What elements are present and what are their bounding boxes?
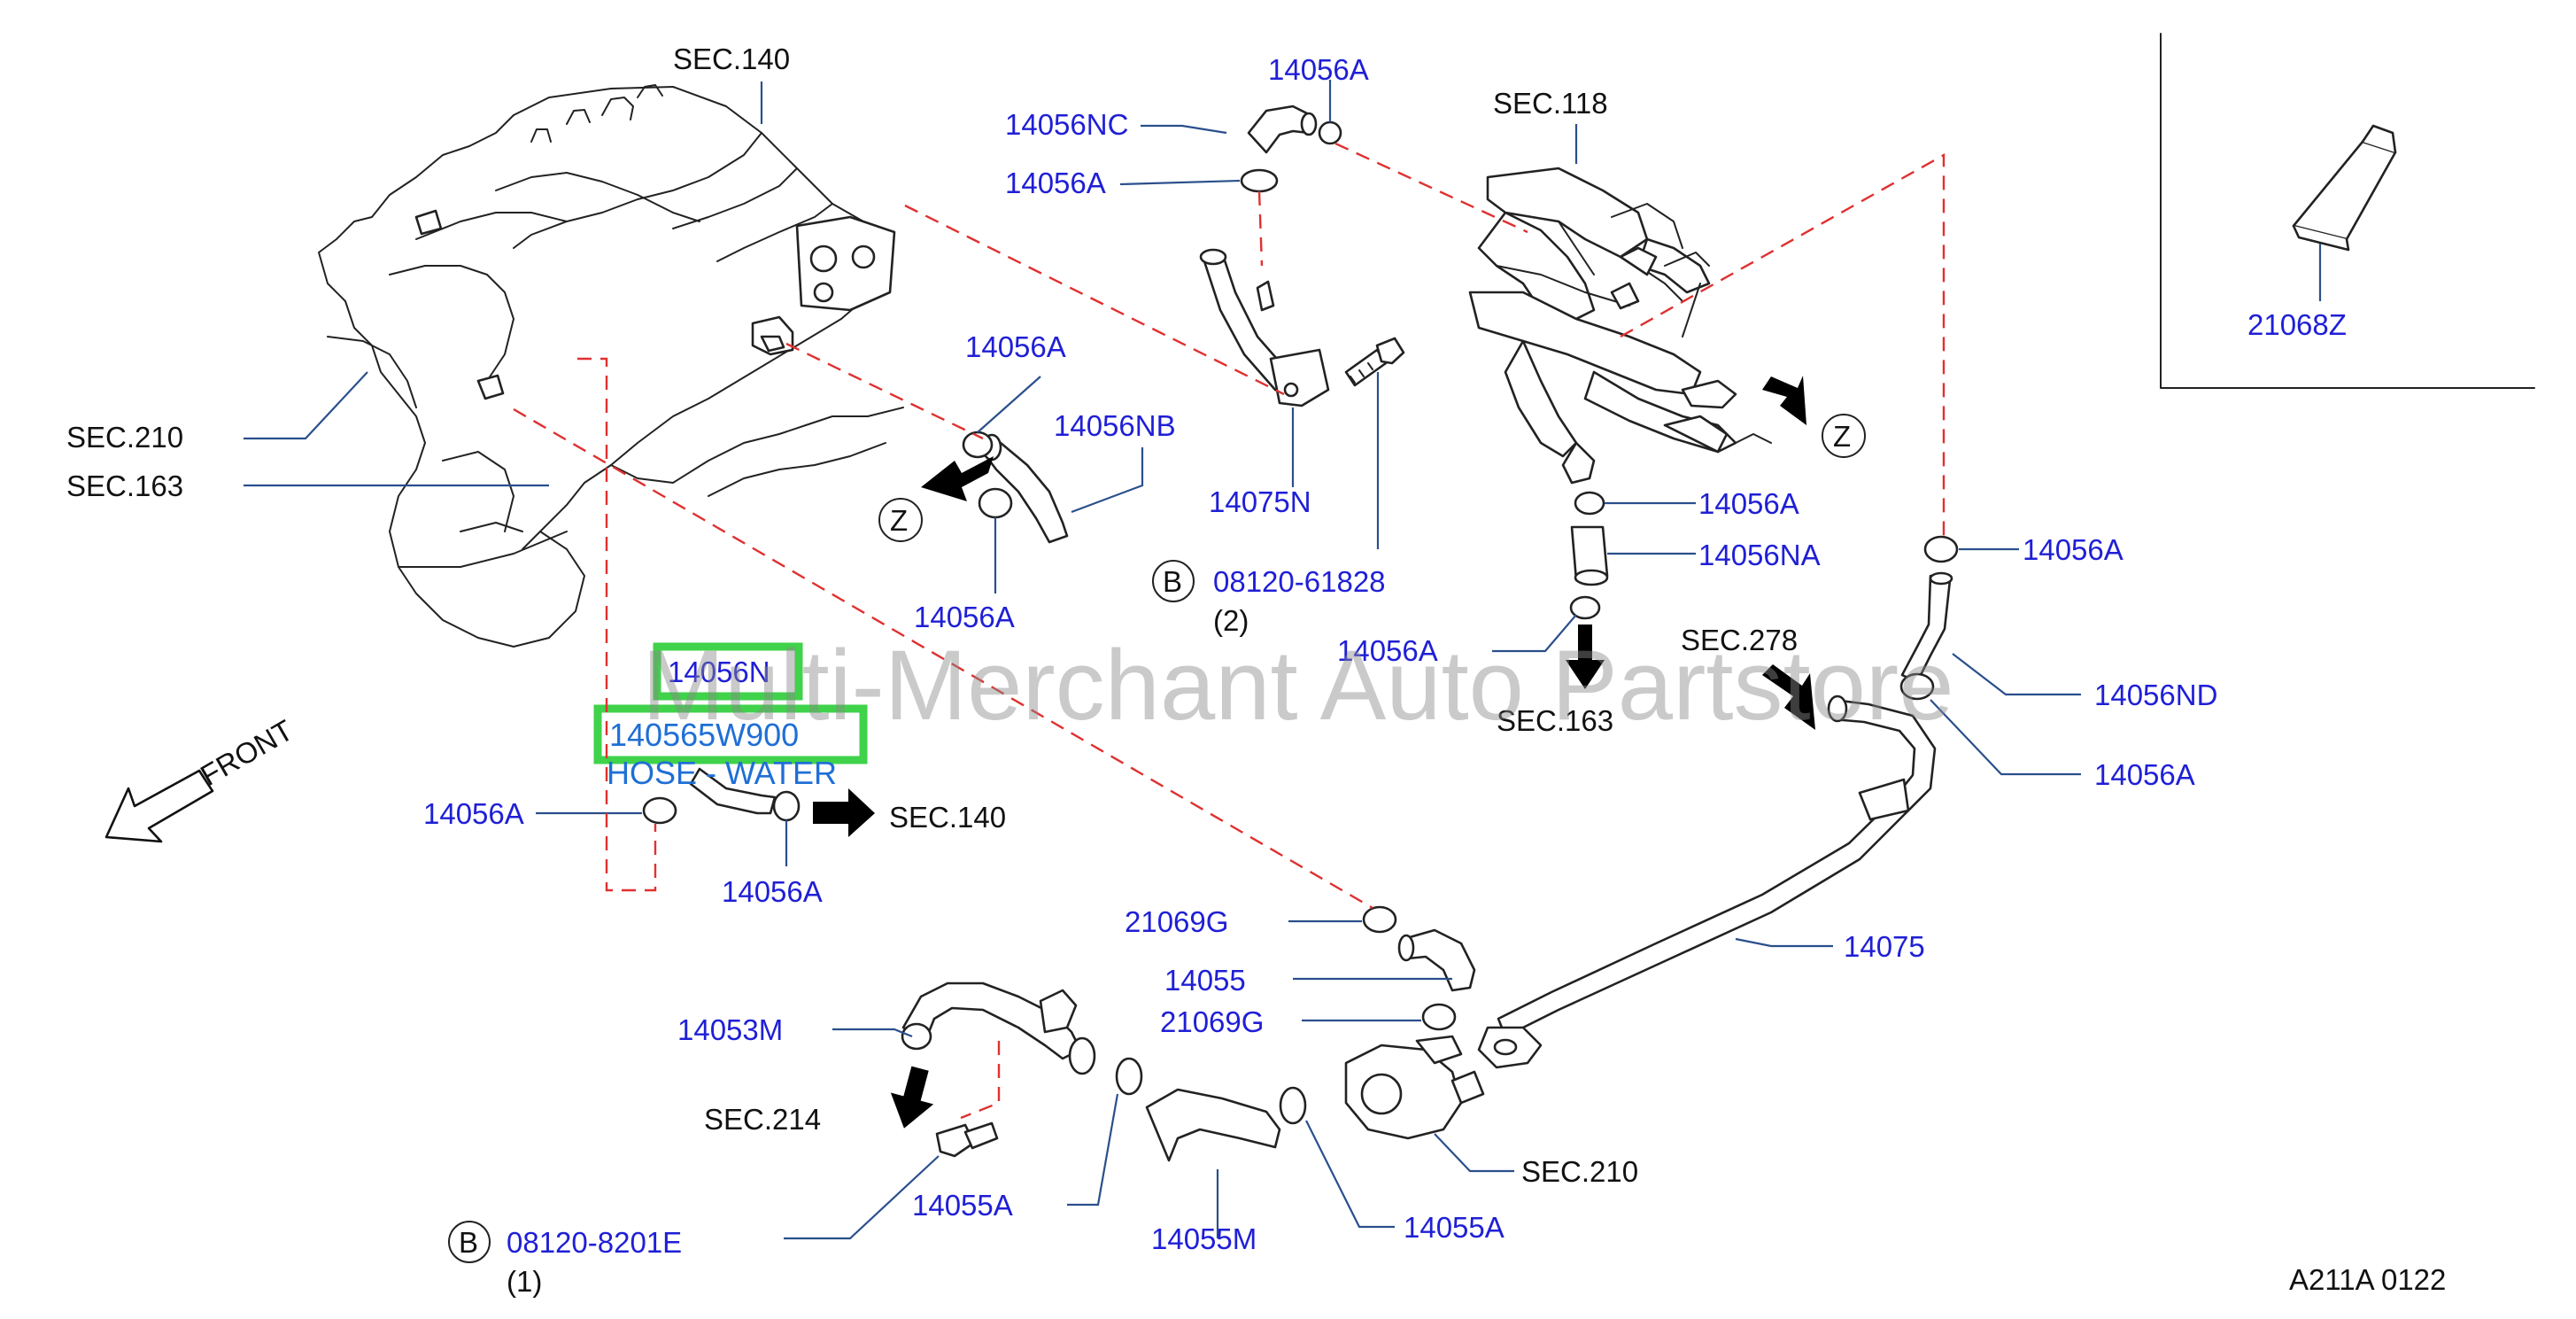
part-14075N[interactable]: 14075N — [1209, 485, 1311, 518]
callout-z-left — [878, 498, 923, 542]
highlight-14056N — [653, 642, 803, 701]
part-08120-61828[interactable]: 08120-61828 — [1213, 565, 1386, 598]
clamp-14056A-far — [1923, 535, 1959, 563]
engine-block-outline — [318, 84, 904, 648]
part-14056NC[interactable]: 14056NC — [1005, 108, 1128, 141]
circle-b-1-label: B — [1163, 565, 1182, 598]
water-pipe-assembly — [1468, 167, 1772, 485]
part-14056A-2[interactable]: 14056A — [1005, 167, 1106, 199]
part-21068Z[interactable]: 21068Z — [2247, 308, 2347, 341]
inset-panel: 21068Z — [2160, 33, 2535, 389]
hose-14056N — [689, 767, 777, 815]
part-14075[interactable]: 14075 — [1844, 930, 1925, 963]
connection-dashes — [513, 142, 1946, 1120]
section-sec140-top[interactable]: SEC.140 — [673, 43, 790, 75]
part-14056A-r1[interactable]: 14056A — [1698, 487, 1799, 520]
arrow-to-sec278 — [1762, 664, 1815, 730]
clamp-21069G-2 — [1421, 1003, 1457, 1031]
section-sec210-left[interactable]: SEC.210 — [66, 421, 183, 454]
clamp-14055A-2 — [1279, 1086, 1307, 1125]
hose-14056NC — [1247, 105, 1318, 154]
sealant-tube — [2292, 124, 2397, 252]
circle-b-2 — [448, 1221, 491, 1263]
clamp-14056A-r2 — [1569, 595, 1601, 620]
front-direction-arrow — [104, 769, 214, 843]
part-21069G-2[interactable]: 21069G — [1160, 1005, 1264, 1038]
qty-2: (2) — [1213, 604, 1249, 637]
part-14056A-far[interactable]: 14056A — [2023, 533, 2123, 566]
part-14056A-top[interactable]: 14056A — [1268, 53, 1369, 86]
clamp-14056A-far2 — [1899, 672, 1935, 701]
hose-14055 — [1397, 928, 1476, 992]
front-label: FRONT — [195, 713, 298, 792]
part-14056NB[interactable]: 14056NB — [1054, 409, 1176, 442]
hose-14053M — [901, 981, 1096, 1075]
callout-z-right-label: Z — [1833, 420, 1851, 453]
clamp-14056A-left — [642, 796, 677, 825]
watermark-text: Multi-Merchant Auto Partstore — [642, 630, 1953, 741]
part-description-hose-water: HOSE - WATER — [607, 755, 837, 791]
arrow-down-sec163 — [1566, 625, 1605, 689]
part-14055M[interactable]: 14055M — [1151, 1222, 1257, 1255]
section-sec163-mid[interactable]: SEC.163 — [1497, 704, 1613, 737]
valve-housing — [1344, 1035, 1485, 1140]
arrow-to-z-left — [921, 456, 994, 501]
part-14055A-2[interactable]: 14055A — [1404, 1211, 1505, 1244]
circle-b-2-label: B — [459, 1226, 478, 1259]
circle-b-1 — [1152, 560, 1195, 602]
part-14056A-mid2[interactable]: 14056A — [914, 601, 1015, 633]
part-14055[interactable]: 14055 — [1164, 964, 1246, 997]
section-sec214[interactable]: SEC.214 — [704, 1103, 821, 1136]
section-sec118[interactable]: SEC.118 — [1493, 87, 1608, 120]
part-14056ND[interactable]: 14056ND — [2094, 679, 2217, 711]
arrow-to-sec140 — [813, 788, 875, 837]
bolt-08120-8201E — [935, 1121, 999, 1158]
part-14056A-left[interactable]: 14056A — [423, 797, 524, 830]
callout-z-right — [1822, 414, 1866, 458]
part-08120-8201E[interactable]: 08120-8201E — [507, 1226, 682, 1259]
clamp-14056A-mid2 — [978, 487, 1013, 519]
highlight-140565W900 — [593, 704, 868, 764]
diagram-code: A211A 0122 — [2289, 1263, 2446, 1296]
section-sec163-left[interactable]: SEC.163 — [66, 469, 183, 502]
callout-z-left-label: Z — [890, 504, 908, 537]
part-21069G-1[interactable]: 21069G — [1125, 905, 1228, 938]
clamp-14055A-1 — [1115, 1057, 1143, 1096]
part-140565W900[interactable]: 140565W900 — [609, 717, 799, 753]
arrow-down-sec214 — [890, 1066, 934, 1129]
part-14056A-far2[interactable]: 14056A — [2094, 758, 2195, 791]
part-14056A-mid1[interactable]: 14056A — [965, 330, 1066, 363]
clamp-14056A-r1 — [1574, 491, 1605, 516]
pipe-14075 — [1477, 694, 1937, 1069]
part-14053M[interactable]: 14053M — [677, 1013, 783, 1046]
clamp-21069G-1 — [1362, 905, 1397, 934]
hose-14055M — [1145, 1088, 1281, 1162]
clamp-14056A-2 — [1240, 168, 1279, 193]
section-sec278[interactable]: SEC.278 — [1681, 624, 1798, 656]
qty-1: (1) — [507, 1265, 542, 1298]
section-sec140-mid[interactable]: SEC.140 — [889, 801, 1006, 834]
section-sec210-bottom[interactable]: SEC.210 — [1521, 1155, 1638, 1188]
part-14056NA[interactable]: 14056NA — [1698, 539, 1821, 571]
part-14056A-r2[interactable]: 14056A — [1337, 634, 1438, 667]
part-14055A-1[interactable]: 14055A — [912, 1189, 1013, 1222]
arrow-to-z-right — [1762, 376, 1806, 425]
part-14056N[interactable]: 14056N — [668, 656, 770, 688]
bolt-08120-61828 — [1344, 337, 1405, 387]
clamp-14056A-top — [1318, 120, 1342, 145]
part-14056A-lb[interactable]: 14056A — [722, 875, 823, 908]
pipe-14075N — [1199, 248, 1330, 407]
clamp-14056A-lb — [772, 790, 801, 822]
